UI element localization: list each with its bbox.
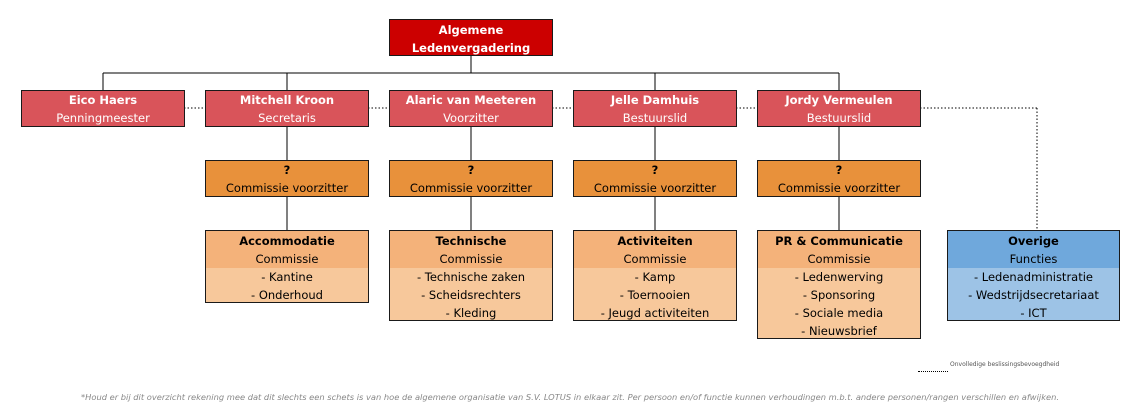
committee-chair-name: ?	[651, 163, 659, 177]
committee-chair-name: ?	[835, 163, 843, 177]
committee-title: Activiteiten	[617, 234, 693, 248]
committee-box: PR & Communicatie Commissie - Ledenwervi…	[757, 230, 921, 339]
other-functions-title: Overige	[1008, 234, 1059, 248]
committee-item: - Technische zaken	[416, 270, 526, 284]
board-member-role: Bestuurslid	[806, 111, 872, 125]
board-member-name: Jelle Damhuis	[610, 93, 700, 107]
committee-chair-box: ? Commissie voorzitter	[757, 160, 921, 197]
other-functions-item: - ICT	[1020, 306, 1047, 320]
board-member-box: Eico Haers Penningmeester	[21, 90, 185, 127]
committee-item: - Toernooien	[619, 288, 691, 302]
board-member-role: Penningmeester	[56, 111, 150, 125]
legend-dotted-line	[918, 371, 948, 372]
committee-subtitle: Commissie	[439, 252, 503, 266]
committee-chair-box: ? Commissie voorzitter	[573, 160, 737, 197]
board-member-name: Alaric van Meeteren	[405, 93, 537, 107]
board-member-box: Alaric van Meeteren Voorzitter	[389, 90, 553, 127]
board-member-box: Mitchell Kroon Secretaris	[205, 90, 369, 127]
committee-chair-role: Commissie voorzitter	[225, 181, 349, 195]
board-member-role: Bestuurslid	[622, 111, 688, 125]
committee-subtitle: Commissie	[807, 252, 871, 266]
committee-title: Accommodatie	[239, 234, 335, 248]
committee-item: - Sponsoring	[802, 288, 876, 302]
other-functions-subtitle: Functies	[1009, 252, 1058, 266]
committee-box: Activiteiten Commissie - Kamp - Toernooi…	[573, 230, 737, 321]
committee-box: Accommodatie Commissie - Kantine - Onder…	[205, 230, 369, 303]
committee-item: - Jeugd activiteiten	[600, 306, 710, 320]
board-member-box: Jelle Damhuis Bestuurslid	[573, 90, 737, 127]
board-member-box: Jordy Vermeulen Bestuurslid	[757, 90, 921, 127]
board-member-role: Secretaris	[258, 111, 316, 125]
committee-item: - Kamp	[634, 270, 676, 284]
committee-box: Technische Commissie - Technische zaken …	[389, 230, 553, 321]
committee-chair-role: Commissie voorzitter	[593, 181, 717, 195]
committee-item: - Nieuwsbrief	[801, 324, 877, 338]
committee-subtitle: Commissie	[623, 252, 687, 266]
general-assembly-box: Algemene Ledenvergadering	[389, 19, 553, 56]
committee-item: - Ledenwerving	[794, 270, 884, 284]
committee-chair-role: Commissie voorzitter	[777, 181, 901, 195]
general-assembly-line1: Algemene	[438, 23, 504, 37]
other-functions-item: - Wedstrijdsecretariaat	[968, 288, 1099, 302]
committee-item: - Sociale media	[794, 306, 884, 320]
legend-label: Onvolledige beslissingsbevoegdheid	[950, 361, 1060, 368]
committee-item: - Kleding	[445, 306, 497, 320]
general-assembly-line2: Ledenvergadering	[411, 41, 531, 55]
committee-title: Technische	[435, 234, 507, 248]
committee-item: - Kantine	[261, 270, 313, 284]
committee-chair-box: ? Commissie voorzitter	[205, 160, 369, 197]
board-member-role: Voorzitter	[443, 111, 499, 125]
committee-chair-name: ?	[467, 163, 475, 177]
board-member-name: Eico Haers	[68, 93, 138, 107]
committee-chair-box: ? Commissie voorzitter	[389, 160, 553, 197]
board-member-name: Jordy Vermeulen	[785, 93, 893, 107]
committee-subtitle: Commissie	[255, 252, 319, 266]
board-member-name: Mitchell Kroon	[239, 93, 335, 107]
other-functions-item: - Ledenadministratie	[973, 270, 1094, 284]
other-functions-box: Overige Functies - Ledenadministratie - …	[947, 230, 1120, 321]
committee-chair-name: ?	[283, 163, 291, 177]
committee-title: PR & Communicatie	[775, 234, 903, 248]
committee-chair-role: Commissie voorzitter	[409, 181, 533, 195]
committee-item: - Onderhoud	[251, 288, 323, 302]
committee-item: - Scheidsrechters	[421, 288, 521, 302]
footnote: *Houd er bij dit overzicht rekening mee …	[80, 392, 1060, 402]
